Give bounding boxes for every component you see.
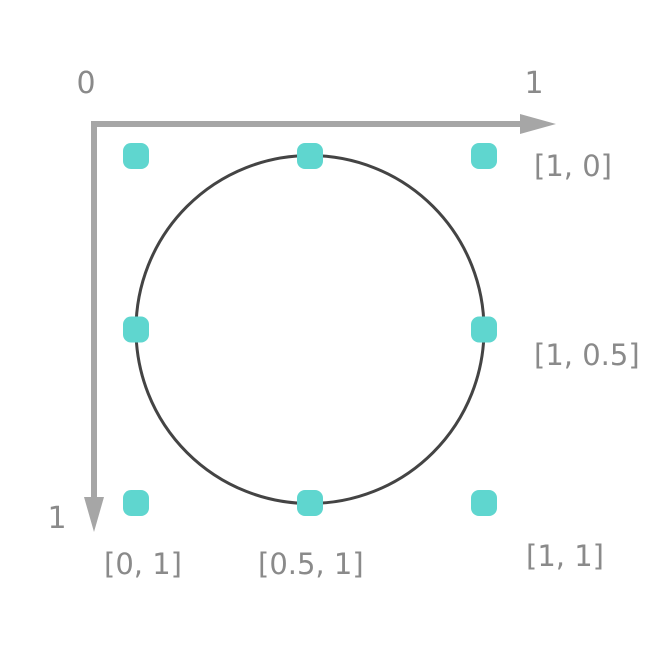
control-point [123,143,149,169]
control-point [297,143,323,169]
points-layer [123,143,497,516]
control-point [471,490,497,516]
coord-label-bottom-middle: [0.5, 1] [258,547,364,581]
x-axis-arrowhead [520,114,556,134]
coord-label-bottom-right: [1, 1] [526,539,604,573]
control-point [471,316,497,343]
circle-outline [134,154,486,505]
y-axis-end-label: 1 [47,501,66,536]
coord-label-bottom-left: [0, 1] [104,547,182,581]
control-point [123,490,149,516]
y-axis-arrowhead [84,497,104,532]
control-point [297,490,323,516]
axes [84,114,556,532]
control-point [471,143,497,169]
control-point [123,316,149,343]
x-axis-end-label: 1 [524,66,543,101]
coord-label-middle-right: [1, 0.5] [534,338,640,372]
origin-label: 0 [76,66,95,101]
coord-label-top-right: [1, 0] [534,149,612,183]
